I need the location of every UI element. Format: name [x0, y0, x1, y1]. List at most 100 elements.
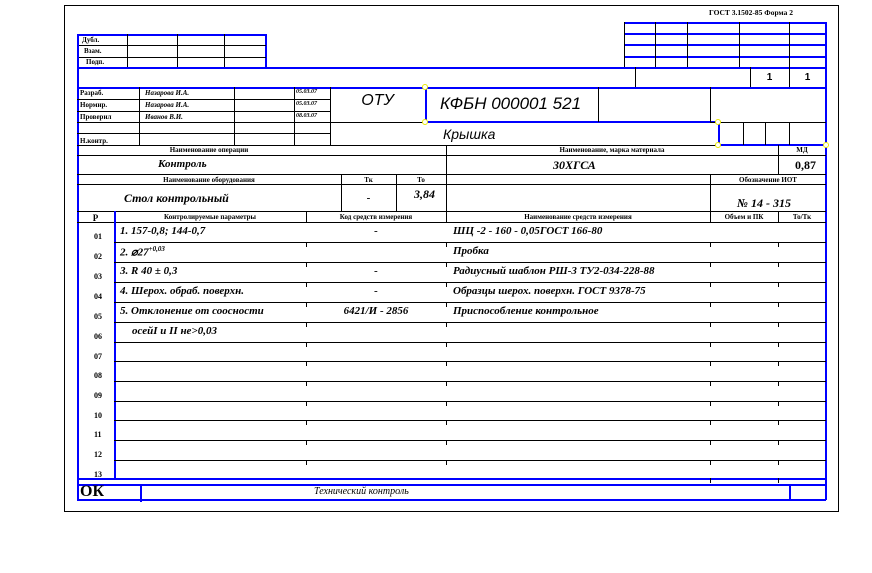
grid-line	[710, 322, 711, 327]
grid-line	[710, 282, 711, 287]
grid-line	[750, 67, 751, 87]
grid-line	[778, 361, 779, 366]
grid-line	[114, 242, 826, 243]
row-number: 04	[94, 292, 102, 301]
material-header: Наименование, марка материала	[559, 146, 665, 154]
vzam-label: Взам.	[84, 47, 102, 55]
grid-line	[778, 242, 779, 247]
grid-line	[77, 34, 79, 500]
dubl-label: Дубл.	[82, 36, 100, 44]
grid-line	[710, 122, 826, 123]
column-header: Объем и ПК	[724, 213, 764, 221]
row-parameter: 5. Отклонение от соосности	[120, 305, 264, 317]
tolerance-superscript: +0,03	[148, 245, 165, 253]
grid-line	[789, 22, 790, 67]
grid-line	[710, 361, 711, 366]
parameter-text: 2. ⌀27	[120, 246, 149, 259]
grid-line	[624, 33, 826, 35]
grid-line	[114, 342, 826, 343]
sheets-total: 1	[804, 72, 811, 83]
grid-line	[778, 262, 779, 267]
row-number: 10	[94, 411, 102, 420]
grid-line	[624, 22, 826, 24]
grid-line	[446, 420, 447, 425]
row-number: 08	[94, 371, 102, 380]
grid-line	[778, 401, 779, 406]
column-header: Код средств измерения	[339, 213, 413, 221]
grid-line	[446, 302, 447, 307]
selection-handle	[422, 84, 428, 90]
row-measurement-code: 6421/И - 2856	[343, 305, 409, 317]
grid-line	[778, 322, 779, 327]
grid-line	[114, 322, 826, 323]
row-number: 07	[94, 352, 102, 361]
grid-line	[77, 45, 266, 46]
grid-line	[687, 22, 688, 67]
equipment-value: Стол контрольный	[124, 191, 229, 205]
grid-line	[778, 282, 779, 287]
document-frame	[64, 5, 839, 512]
grid-line	[789, 67, 790, 87]
grid-line	[341, 174, 342, 211]
grid-line	[306, 302, 307, 307]
grid-line	[446, 282, 447, 287]
sig-role: Нормир.	[80, 101, 108, 109]
row-parameter: осейI и II не>0,03	[132, 325, 217, 337]
grid-line	[234, 87, 235, 145]
sig-role: Разраб.	[80, 89, 104, 97]
grid-line	[425, 87, 427, 122]
grid-line	[624, 44, 826, 46]
row-parameter: 3. R 40 ± 0,3	[120, 265, 178, 277]
grid-line	[778, 302, 779, 307]
grid-line	[306, 420, 307, 425]
grid-line	[114, 381, 826, 382]
grid-line	[778, 145, 779, 174]
grid-line	[114, 211, 116, 478]
row-number: 12	[94, 450, 102, 459]
grid-line	[77, 111, 330, 112]
grid-line	[446, 381, 447, 386]
iot-value: № 14 - 315	[737, 196, 791, 210]
grid-line	[710, 174, 711, 222]
selection-handle	[715, 119, 721, 125]
grid-line	[114, 302, 826, 303]
grid-line	[330, 122, 425, 123]
sig-date: 05.03.07	[296, 89, 317, 95]
row-measurement-code: -	[374, 285, 378, 297]
grid-line	[306, 282, 307, 287]
grid-line	[446, 460, 447, 465]
grid-line	[265, 34, 267, 67]
grid-line	[77, 145, 826, 146]
row-number: 11	[94, 430, 102, 439]
grid-line	[710, 401, 711, 406]
grid-line	[294, 87, 295, 145]
grid-line	[710, 460, 711, 465]
grid-line	[77, 87, 826, 89]
grid-line	[77, 499, 826, 501]
grid-line	[306, 262, 307, 267]
row-measurement-tool: Радиусный шаблон РШ-3 ТУ2-034-228-88	[453, 265, 655, 277]
row-measurement-tool: Приспособление контрольное	[453, 305, 599, 317]
grid-line	[778, 440, 779, 445]
grid-line	[710, 440, 711, 445]
grid-line	[114, 440, 826, 441]
podp-label: Подп.	[86, 58, 105, 66]
sig-name: Назарова И.А.	[145, 101, 190, 109]
grid-line	[778, 211, 779, 222]
footer-code: ОК	[80, 483, 105, 500]
sig-name: Иванов В.И.	[145, 113, 183, 121]
grid-line	[114, 460, 826, 461]
row-number: 06	[94, 332, 102, 341]
row-parameter: 4. Шерох. обраб. поверхн.	[120, 285, 244, 297]
material-value: 30ХГСА	[553, 158, 596, 172]
grid-line	[77, 57, 266, 58]
grid-line	[77, 484, 826, 486]
row-measurement-tool: Пробка	[453, 245, 489, 257]
grid-line	[306, 342, 307, 347]
grid-line	[778, 342, 779, 347]
grid-line	[306, 242, 307, 247]
sig-role: Н.контр.	[80, 137, 108, 145]
row-number: 13	[94, 470, 102, 479]
grid-line	[710, 342, 711, 347]
column-header: Контролируемые параметры	[163, 213, 256, 221]
